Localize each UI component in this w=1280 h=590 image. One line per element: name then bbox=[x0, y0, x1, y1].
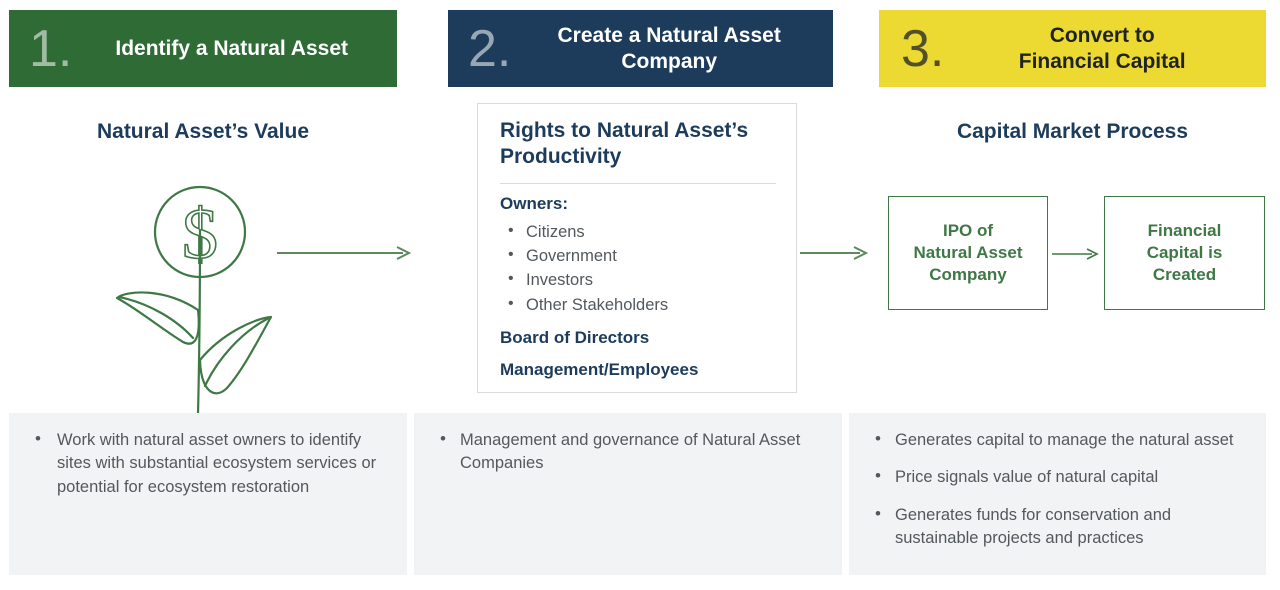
list-item: Price signals value of natural capital bbox=[869, 464, 1244, 489]
arrow-step1-to-step2-icon bbox=[277, 246, 412, 260]
dollar-sign-plant-icon: $ bbox=[115, 185, 273, 415]
list-item: Generates capital to manage the natural … bbox=[869, 427, 1244, 452]
management-employees-label: Management/Employees bbox=[500, 360, 699, 380]
arrow-step2-to-step3-icon bbox=[800, 246, 869, 260]
arrow-ipo-to-financial-capital-icon bbox=[1052, 248, 1099, 260]
owners-list: Citizens Government Investors Other Stak… bbox=[500, 218, 776, 318]
step-title-2: Create a Natural Asset Company bbox=[557, 24, 781, 73]
step-title-1: Identify a Natural Asset bbox=[115, 36, 348, 60]
step-title-3: Convert to Financial Capital bbox=[1018, 24, 1186, 73]
list-item: Management and governance of Natural Ass… bbox=[434, 427, 820, 476]
bottom-panel-2: Management and governance of Natural Ass… bbox=[414, 413, 842, 575]
list-item: Citizens bbox=[504, 218, 776, 244]
owners-label: Owners: bbox=[500, 193, 569, 213]
list-item: Investors bbox=[504, 267, 776, 292]
step-number-2: 2. bbox=[468, 19, 512, 78]
step-number-3: 3. bbox=[901, 19, 945, 78]
dollar-symbol: $ bbox=[182, 194, 218, 274]
column-subtitle-capital-market-process: Capital Market Process bbox=[956, 120, 1189, 143]
list-item: Other Stakeholders bbox=[504, 292, 776, 317]
step-header-3: 3. Convert to Financial Capital bbox=[879, 10, 1266, 87]
notes-list-2: Management and governance of Natural Ass… bbox=[434, 427, 820, 476]
rights-card-heading: Rights to Natural Asset’s Productivity bbox=[500, 119, 749, 169]
card-divider bbox=[500, 182, 776, 184]
notes-list-1: Work with natural asset owners to identi… bbox=[29, 427, 385, 499]
list-item: Work with natural asset owners to identi… bbox=[29, 427, 385, 499]
step-header-2: 2. Create a Natural Asset Company bbox=[448, 10, 833, 87]
list-item: Government bbox=[504, 243, 776, 268]
step-header-1: 1. Identify a Natural Asset bbox=[9, 10, 397, 87]
rights-to-productivity-card: Rights to Natural Asset’s Productivity O… bbox=[477, 103, 797, 393]
bottom-panel-1: Work with natural asset owners to identi… bbox=[9, 413, 407, 575]
board-of-directors-label: Board of Directors bbox=[500, 328, 650, 348]
process-box-financial-capital: Financial Capital is Created bbox=[1104, 196, 1265, 310]
column-subtitle-natural-asset-value: Natural Asset’s Value bbox=[96, 120, 310, 143]
bottom-panel-3: Generates capital to manage the natural … bbox=[849, 413, 1266, 575]
list-item: Generates funds for conservation and sus… bbox=[869, 502, 1244, 551]
process-box-ipo: IPO of Natural Asset Company bbox=[888, 196, 1048, 310]
notes-list-3: Generates capital to manage the natural … bbox=[869, 427, 1244, 551]
step-number-1: 1. bbox=[29, 19, 73, 78]
